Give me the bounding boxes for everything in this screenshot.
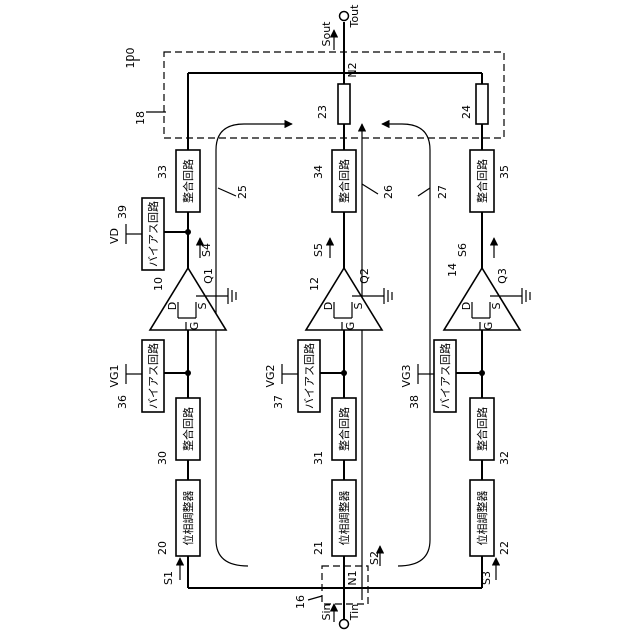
ref-16: 16 [294,595,307,609]
ref-12: 12 [308,277,321,291]
bias-39-label: バイアス回路 [147,201,160,267]
q1-g: G [188,322,201,331]
ref-33: 33 [156,165,169,179]
sin-label: Sin [320,603,333,620]
ref-37: 37 [272,395,285,409]
ref-100: 100 [124,48,137,69]
matching-33-label: 整合回路 [181,159,195,203]
ref-14: 14 [446,263,459,277]
ref-21: 21 [312,541,325,555]
s5-label: S5 [312,243,325,257]
matching-30-label: 整合回路 [181,407,195,451]
ref-32: 32 [498,451,511,465]
q3-s: S [490,302,503,309]
tout-label: Tout [348,4,361,29]
q2-label: Q2 [358,268,371,284]
node-n2: N2 [346,62,359,77]
vg1-label: VG1 [108,364,121,387]
ref-10: 10 [152,277,165,291]
vg3-label: VG3 [400,364,413,387]
bias-36-label: バイアス回路 [147,343,160,409]
phase-shifter-22-label: 位相調整器 [475,491,489,546]
s6-label: S6 [456,243,469,257]
ref-18: 18 [134,111,147,125]
phase-shifter-21-label: 位相調整器 [337,491,351,546]
vg2-label: VG2 [264,364,277,387]
ref-39: 39 [116,205,129,219]
s4-label: S4 [200,243,213,257]
sout-label: Sout [320,21,333,47]
s3-label: S3 [480,571,493,585]
ref-35: 35 [498,165,511,179]
q2-g: G [344,322,357,331]
s1-label: S1 [162,571,175,585]
ground-q1-symbol [228,288,236,304]
node-n1: N1 [346,570,359,585]
matching-34-label: 整合回路 [337,159,351,203]
ground-q2-symbol [384,288,392,304]
ref-38: 38 [408,395,421,409]
leader-27 [418,188,430,196]
ref-23: 23 [316,105,329,119]
q1-label: Q1 [202,268,215,284]
ref-34: 34 [312,165,325,179]
leader-16 [308,596,322,600]
ref-20: 20 [156,541,169,555]
ref-31: 31 [312,451,325,465]
q2-d: D [322,302,335,310]
ref-22: 22 [498,541,511,555]
bias-37-label: バイアス回路 [303,343,316,409]
ref-30: 30 [156,451,169,465]
ref-36: 36 [116,395,129,409]
tin-label: Tin [348,604,361,621]
q1-s: S [196,302,209,309]
leader-26 [362,184,378,194]
resistor-23 [338,84,350,124]
ref-24: 24 [460,105,473,119]
resistor-24 [476,84,488,124]
matching-32-label: 整合回路 [475,407,489,451]
path-25-curve [216,124,292,566]
s2-label: S2 [368,551,381,565]
matching-31-label: 整合回路 [337,407,351,451]
q2-s: S [352,302,365,309]
ground-q3-symbol [522,288,530,304]
q1-d: D [166,302,179,310]
q3-g: G [482,322,495,331]
combiner-region [164,52,504,138]
bias-38-label: バイアス回路 [439,343,452,409]
ref-26: 26 [382,185,395,199]
ref-27: 27 [436,185,449,199]
ref-25: 25 [236,185,249,199]
vd-label: VD [108,228,121,244]
q3-d: D [460,302,473,310]
q3-label: Q3 [496,268,509,284]
leader-25 [218,188,236,196]
phase-shifter-20-label: 位相調整器 [181,491,195,546]
matching-35-label: 整合回路 [475,159,489,203]
